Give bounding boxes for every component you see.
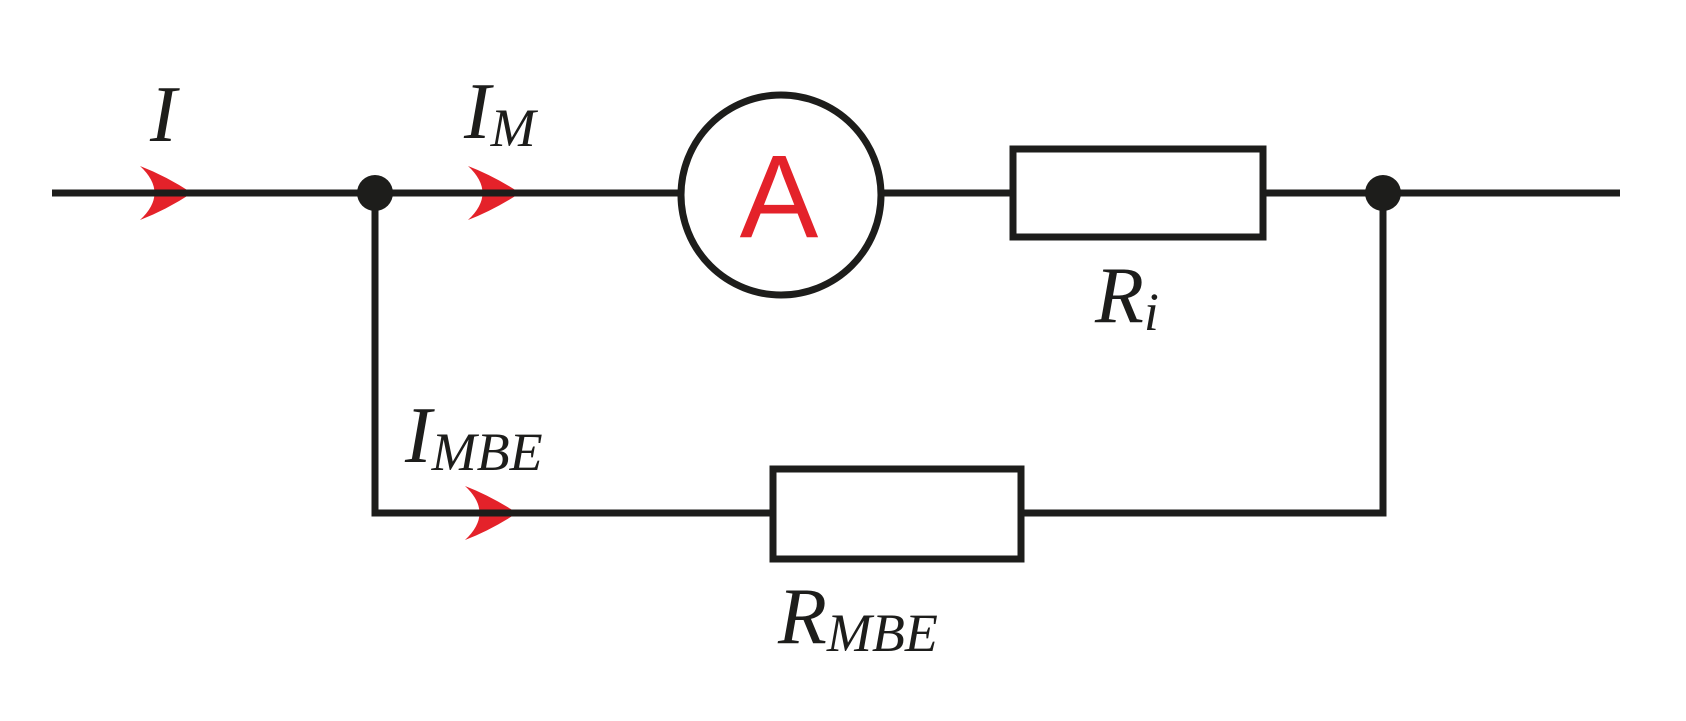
resistor-internal-label-base: R — [1094, 252, 1144, 340]
resistor-internal-body — [1009, 145, 1267, 241]
resistor-shunt-body — [769, 465, 1025, 563]
resistor-shunt-label-sub: MBE — [826, 603, 938, 663]
resistor-shunt-label: RMBE — [777, 573, 938, 663]
resistor-internal-label-sub: i — [1144, 282, 1159, 342]
label-current-total-base: I — [149, 71, 180, 159]
junction-node-right — [1365, 175, 1401, 211]
label-current-total: I — [149, 71, 180, 159]
resistor-shunt-label-base: R — [777, 573, 827, 661]
ammeter-letter: A — [740, 131, 819, 263]
ammeter-circle — [677, 91, 885, 299]
label-current-meter-base: I — [463, 68, 494, 156]
resistor-internal: Ri — [1009, 145, 1267, 342]
resistor-shunt: RMBE — [769, 465, 1025, 663]
resistor-internal-label: Ri — [1094, 252, 1159, 342]
label-current-meter-sub: M — [490, 98, 539, 158]
label-current-shunt: IMBE — [404, 392, 543, 482]
junction-node-left — [357, 175, 393, 211]
label-current-shunt-base: I — [404, 392, 435, 480]
label-current-shunt-sub: MBE — [431, 422, 543, 482]
label-current-meter: IM — [463, 68, 539, 158]
ammeter-symbol: A — [677, 91, 885, 299]
current-arrows — [140, 166, 520, 540]
